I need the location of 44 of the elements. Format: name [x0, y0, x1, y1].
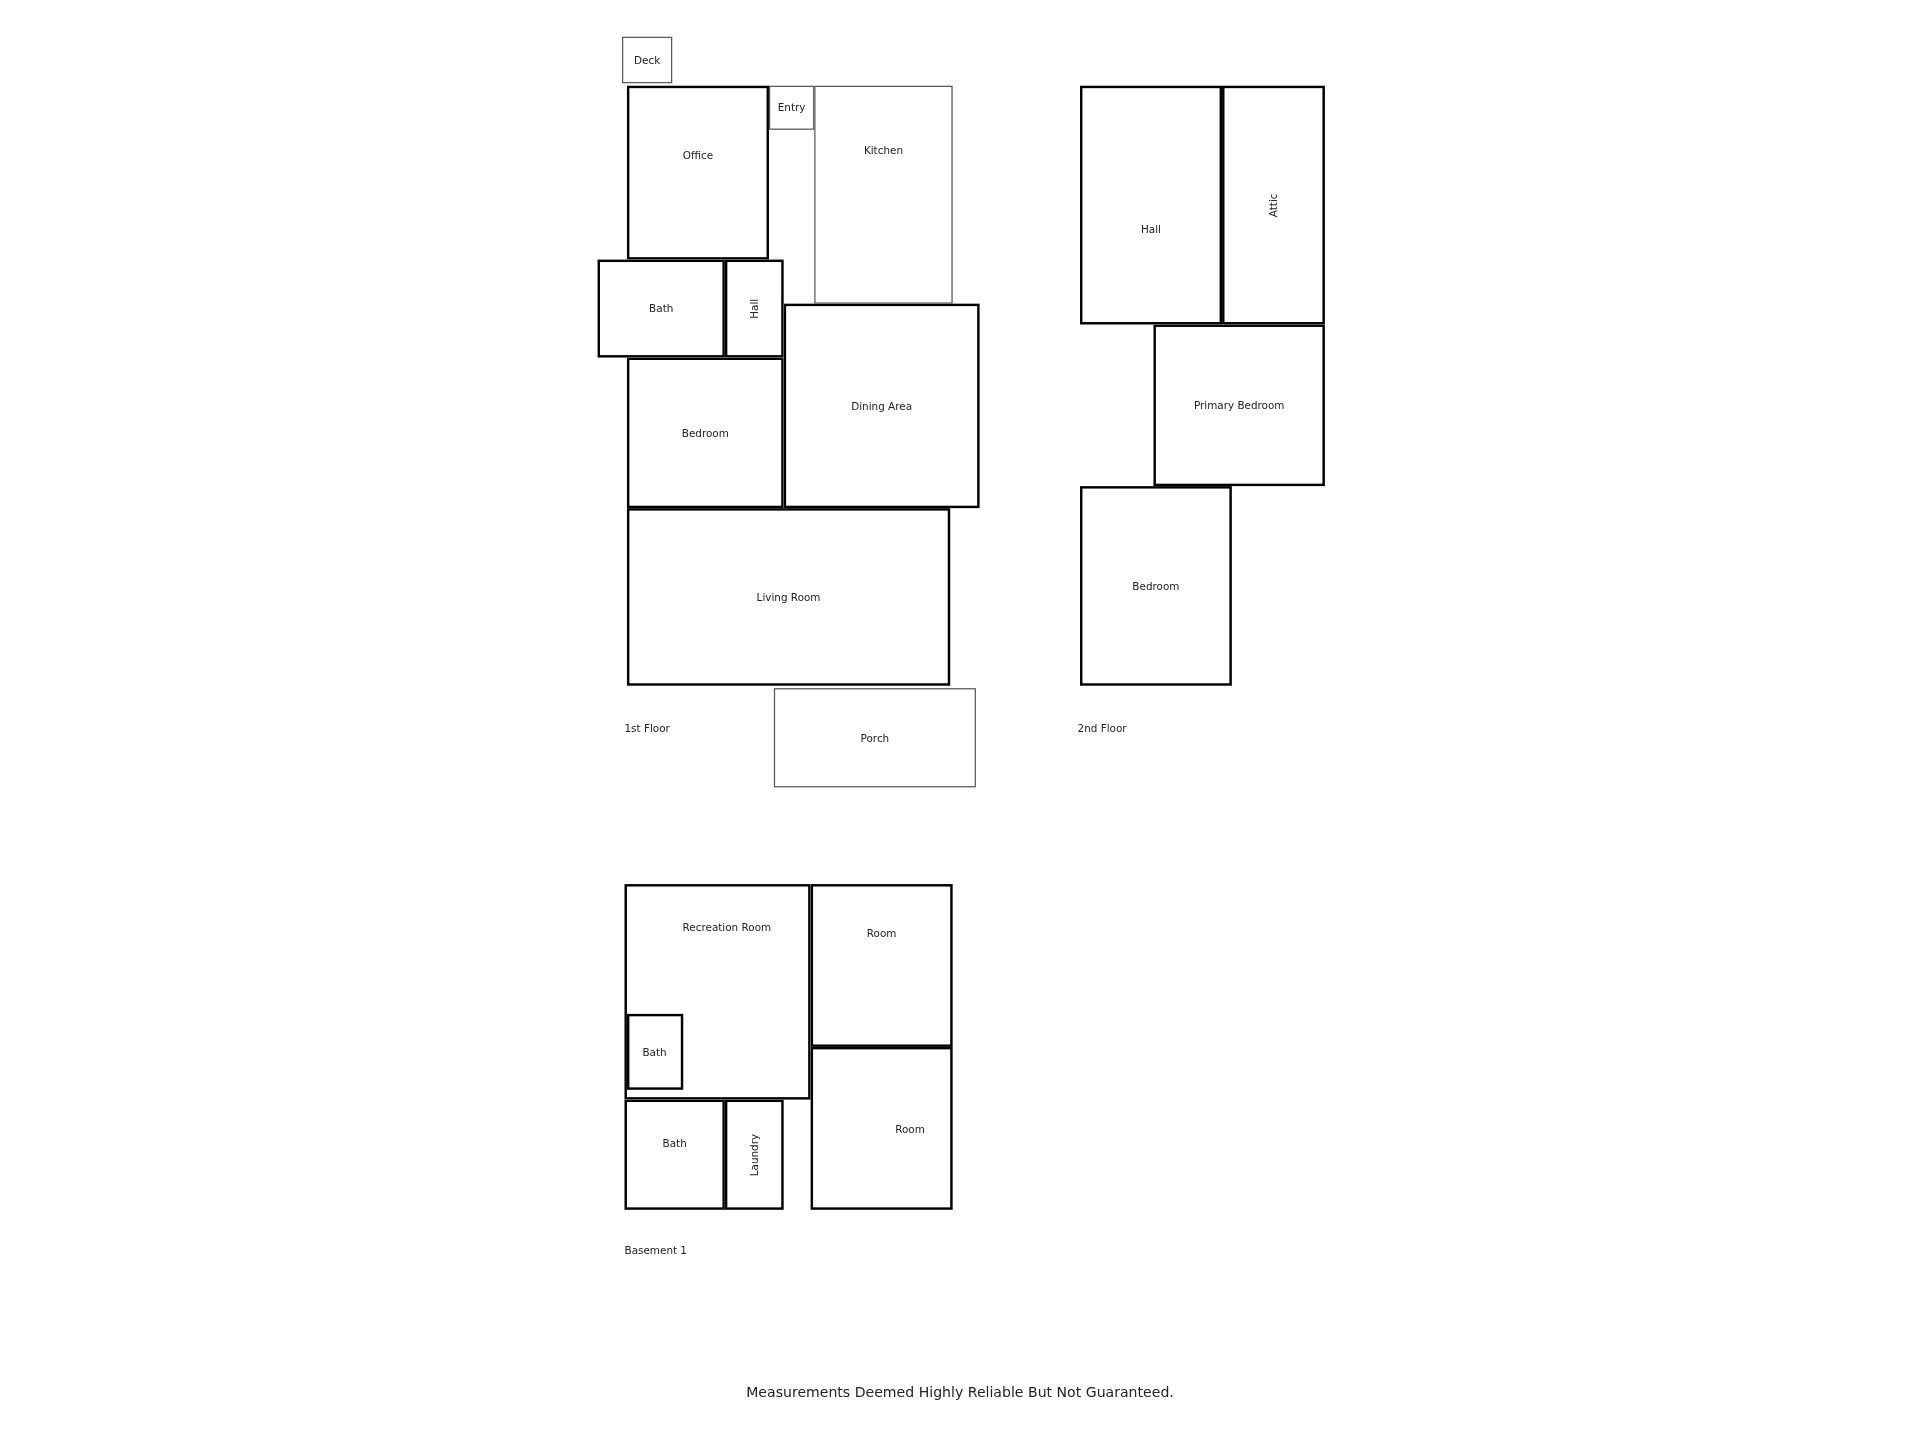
room-outline [626, 1013, 683, 1090]
room-label: Laundry [748, 1133, 761, 1176]
room-label: Bedroom [681, 426, 729, 439]
room-outline [622, 36, 673, 84]
room-label: Entry [777, 101, 806, 114]
room-label: Kitchen [863, 145, 903, 158]
room-label: Recreation Room [682, 921, 772, 934]
floor-label: 1st Floor [624, 722, 670, 735]
room-outline [626, 85, 769, 260]
room-outline [1080, 85, 1223, 325]
room-label: Hall [748, 298, 761, 319]
room-label: Attic [1267, 193, 1280, 217]
room-outline [724, 1099, 784, 1210]
room-outline [1153, 324, 1325, 487]
room-outline [624, 884, 811, 1100]
disclaimer-note: Measurements Deemed Highly Reliable But Not Guaranteed. [746, 1383, 1174, 1401]
room-outline [810, 884, 953, 1047]
room-outline [814, 85, 953, 304]
room-label: Hall [1141, 222, 1161, 236]
room-label: Bath [662, 1137, 687, 1150]
room-label: Room [866, 926, 897, 940]
floor-label: Basement 1 [624, 1244, 687, 1257]
room-label: Deck [634, 53, 661, 67]
room-label: Room [895, 1122, 925, 1135]
room-label: Bath [649, 302, 674, 315]
room-label: Primary Bedroom [1193, 399, 1285, 412]
room-outline [783, 303, 980, 509]
room-outline [626, 357, 784, 509]
room-outline [773, 688, 976, 788]
room-outline [1222, 85, 1325, 325]
room-outline [626, 508, 951, 686]
room-outline [810, 1046, 953, 1210]
room-label: Office [682, 149, 714, 162]
room-outline [769, 85, 815, 130]
room-label: Dining Area [851, 399, 913, 413]
room-outline [624, 1099, 725, 1210]
room-label: Porch [860, 731, 890, 744]
floor-label: 2nd Floor [1077, 722, 1127, 735]
room-label: Bath [642, 1045, 667, 1058]
room-label: Living Room [756, 590, 821, 604]
room-label: Bedroom [1132, 579, 1180, 593]
room-outline [1080, 486, 1232, 686]
room-outline [597, 259, 725, 358]
room-outline [724, 259, 784, 358]
